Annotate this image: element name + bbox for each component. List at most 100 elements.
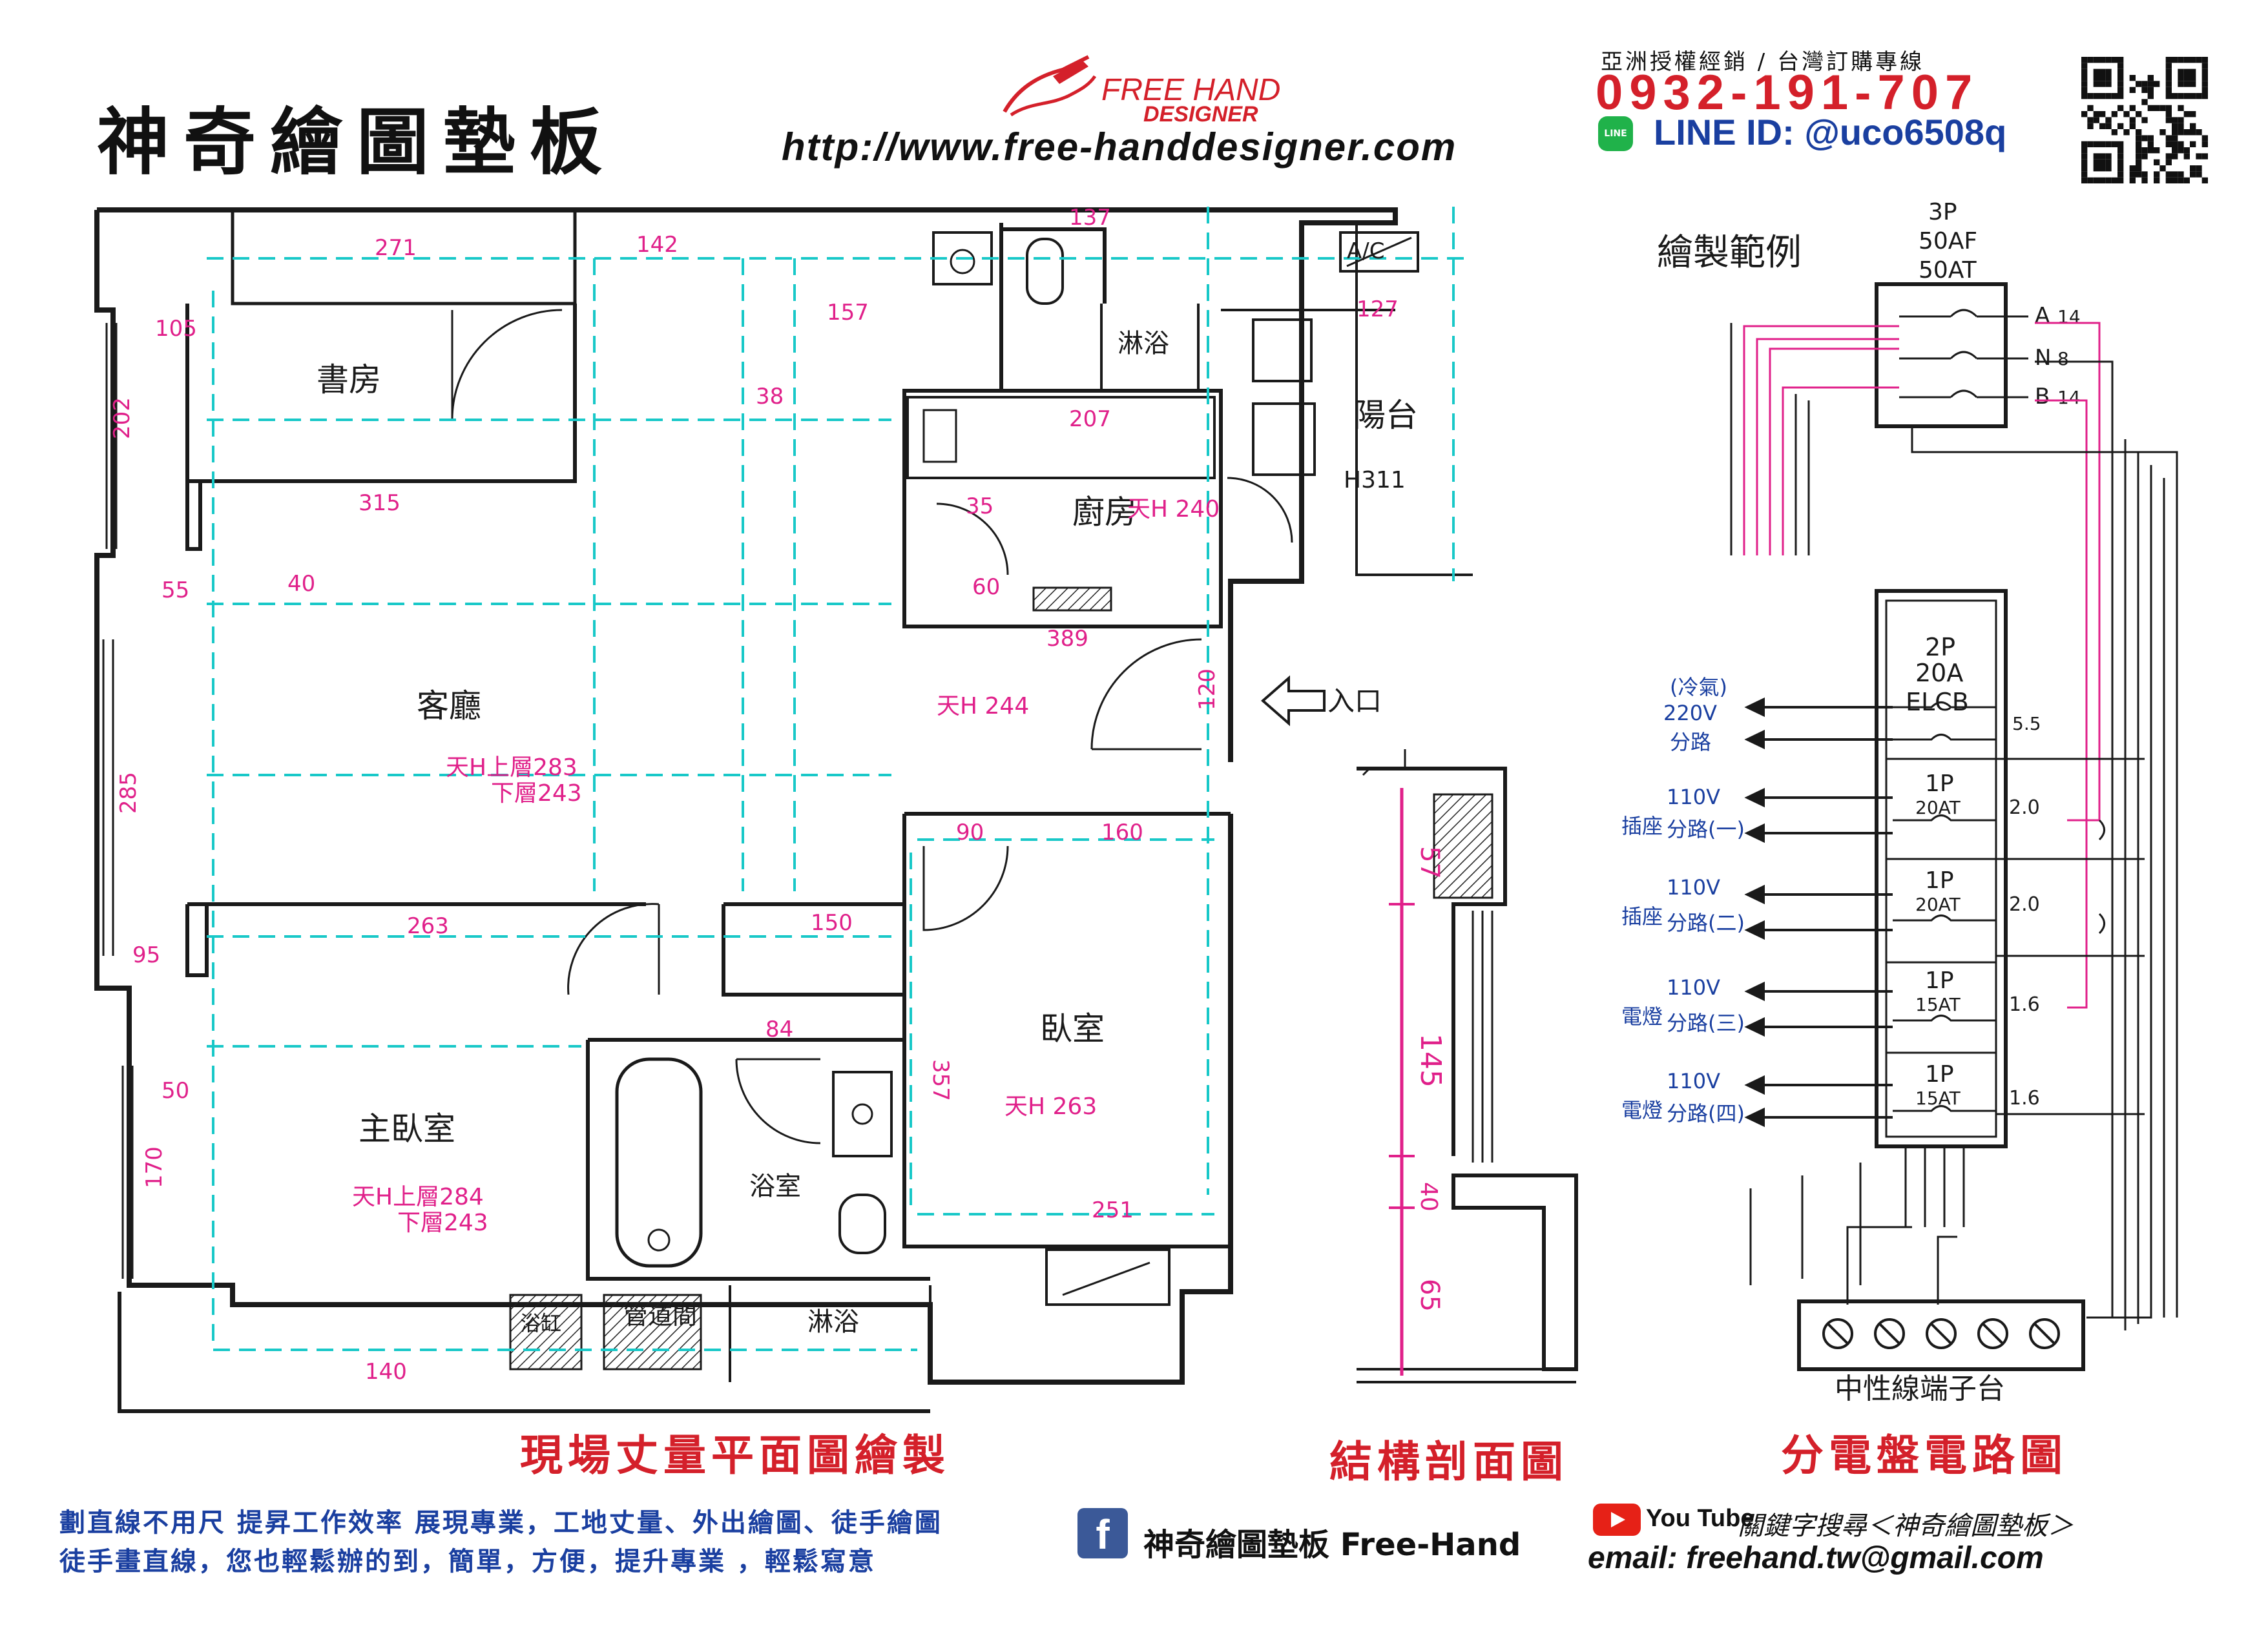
room-label-bath: 浴室	[749, 1172, 801, 1201]
branch-label: 插座	[1621, 814, 1663, 838]
dimension-label: 50	[161, 1078, 189, 1104]
branch-label: 110V	[1667, 785, 1720, 809]
entrance-label: 入口	[1327, 685, 1382, 717]
dimension-label: 170	[141, 1146, 167, 1188]
room-label-master: 主臥室	[359, 1110, 455, 1148]
dimension-label: 140	[365, 1359, 407, 1385]
height-label: 下層243	[491, 780, 582, 807]
dimension-label: 207	[1069, 406, 1111, 432]
qr-code-icon[interactable]	[2081, 57, 2208, 183]
dimension-label: 38	[756, 384, 784, 409]
website-link[interactable]: http://www.free-handdesigner.com	[782, 125, 1457, 169]
youtube-icon[interactable]	[1593, 1504, 1641, 1536]
room-label-living: 客廳	[417, 687, 481, 725]
dimension-grid	[207, 207, 1466, 1351]
email-address[interactable]: email: freehand.tw@gmail.com	[1588, 1541, 2044, 1575]
wire-size: 14	[2057, 306, 2081, 327]
elcb-rating: 20A	[1915, 659, 1963, 687]
dimension-label: 120	[1194, 668, 1220, 710]
height-label: 天H上層283	[446, 754, 577, 781]
main-breaker-poles: 3P	[1928, 199, 1957, 225]
breaker-poles: 1P	[1925, 867, 1954, 894]
dimension-label: 315	[359, 490, 401, 516]
dimension-label: 90	[956, 820, 984, 845]
room-label-pipe: 管道間	[623, 1301, 697, 1330]
ceiling-heights: 天H上層283 下層243 天H 244 天H 240 H311 天H上層284…	[352, 467, 1406, 1236]
branch-label: (冷氣)	[1670, 675, 1727, 699]
dimension-label: 263	[407, 913, 449, 939]
dimension-label: 95	[132, 942, 160, 968]
breaker-wire: 1.6	[2009, 993, 2040, 1016]
facebook-page-name[interactable]: 神奇繪圖墊板 Free-Hand	[1143, 1527, 1521, 1563]
section-dim: 145	[1414, 1033, 1447, 1088]
youtube-label: You Tube	[1646, 1505, 1754, 1532]
youtube-search-hint: 關鍵字搜尋＜神奇繪圖墊板＞	[1738, 1511, 2074, 1541]
main-breaker-af: 50AF	[1919, 228, 1977, 254]
branch-label: 分路(四)	[1667, 1101, 1745, 1126]
dimension-label: 357	[928, 1059, 953, 1101]
section-dim: 57	[1415, 846, 1444, 879]
height-label: 天H 263	[1004, 1093, 1097, 1120]
branch-label: 電燈	[1621, 1098, 1663, 1122]
breaker-rating: 15AT	[1915, 1088, 1961, 1109]
drawing-canvas: 271 142 137 127 105 202 315 157 207 389 …	[94, 199, 2178, 1413]
line-n: N	[2035, 345, 2051, 371]
dimension-label: 150	[811, 910, 853, 936]
dimension-label: 157	[827, 300, 869, 326]
dimension-label: 142	[636, 232, 678, 258]
wire-size: 8	[2057, 348, 2069, 369]
hand-pen-logo-icon	[1003, 55, 1097, 117]
breaker-rating: 20AT	[1915, 797, 1961, 818]
dimension-label: 285	[116, 772, 141, 814]
breaker-poles: 1P	[1925, 770, 1954, 797]
dimension-label: 127	[1357, 296, 1399, 322]
breaker-wire: 2.0	[2009, 893, 2040, 916]
circuit-title: 繪製範例	[1657, 232, 1802, 274]
dimension-label: 137	[1069, 205, 1111, 231]
dimension-label: 389	[1046, 626, 1088, 652]
page-title: 神奇繪圖墊板	[97, 101, 616, 185]
dimension-label: 55	[161, 577, 189, 603]
room-label-shower-bottom: 淋浴	[807, 1307, 859, 1337]
dimension-label: 251	[1092, 1197, 1134, 1223]
line-a: A	[2035, 303, 2050, 329]
ac-label: A/C	[1347, 238, 1384, 264]
branch-label: 分路(一)	[1667, 817, 1745, 842]
floor-plan	[94, 207, 1473, 1413]
section-dim: 40	[1415, 1182, 1442, 1212]
height-label: H311	[1344, 467, 1406, 493]
dimension-labels: 271 142 137 127 105 202 315 157 207 389 …	[109, 205, 1399, 1385]
caption-section: 結構剖面圖	[1329, 1436, 1568, 1487]
circuit-diagram: 繪製範例 3P 50AF 50AT A N B 14 8 14	[1621, 199, 2178, 1405]
breaker-poles: 1P	[1925, 1061, 1954, 1088]
breaker-wire: 2.0	[2009, 796, 2040, 819]
facebook-icon[interactable]: f	[1077, 1508, 1128, 1558]
breaker-rating: 20AT	[1915, 894, 1961, 915]
brand-name: FREE HAND	[1101, 73, 1281, 107]
breaker-wire: 1.6	[2009, 1087, 2040, 1110]
branch-label: 電燈	[1621, 1004, 1663, 1029]
brand-subtitle: DESIGNER	[1143, 102, 1258, 127]
dimension-label: 105	[155, 316, 197, 342]
branch-label: 220V	[1663, 701, 1717, 725]
distributor-text: 亞洲授權經銷 / 台灣訂購專線	[1601, 49, 1925, 75]
height-label: 下層243	[397, 1210, 488, 1236]
neutral-label: 中性線端子台	[1835, 1372, 2005, 1405]
elcb-type: ELCB	[1906, 688, 1969, 716]
section-dim: 65	[1415, 1279, 1444, 1312]
dimension-label: 60	[972, 574, 1000, 600]
dimension-label: 40	[287, 571, 315, 597]
slogan-line-1: 劃直線不用尺 提昇工作效率 展現專業，工地丈量、外出繪圖、徒手繪圖	[59, 1508, 942, 1538]
dimension-label: 202	[109, 397, 135, 439]
dimension-label: 35	[966, 493, 994, 519]
wire-size: 14	[2057, 387, 2081, 408]
phone-number[interactable]: 0932-191-707	[1596, 65, 1979, 120]
height-label: 天H 240	[1127, 496, 1220, 522]
room-labels: 書房 客廳 廚房 陽台 主臥室 臥室 浴室 淋浴 淋浴 管道間 浴缸 入口 A/…	[317, 238, 1418, 1337]
room-label-study: 書房	[317, 361, 381, 398]
main-breaker-at: 50AT	[1919, 257, 1977, 284]
line-icon: LINE	[1598, 116, 1633, 151]
line-id[interactable]: LINE ID: @uco6508q	[1654, 112, 2007, 152]
caption-circuit: 分電盤電路圖	[1781, 1430, 2068, 1480]
branch-label: 110V	[1667, 875, 1720, 900]
